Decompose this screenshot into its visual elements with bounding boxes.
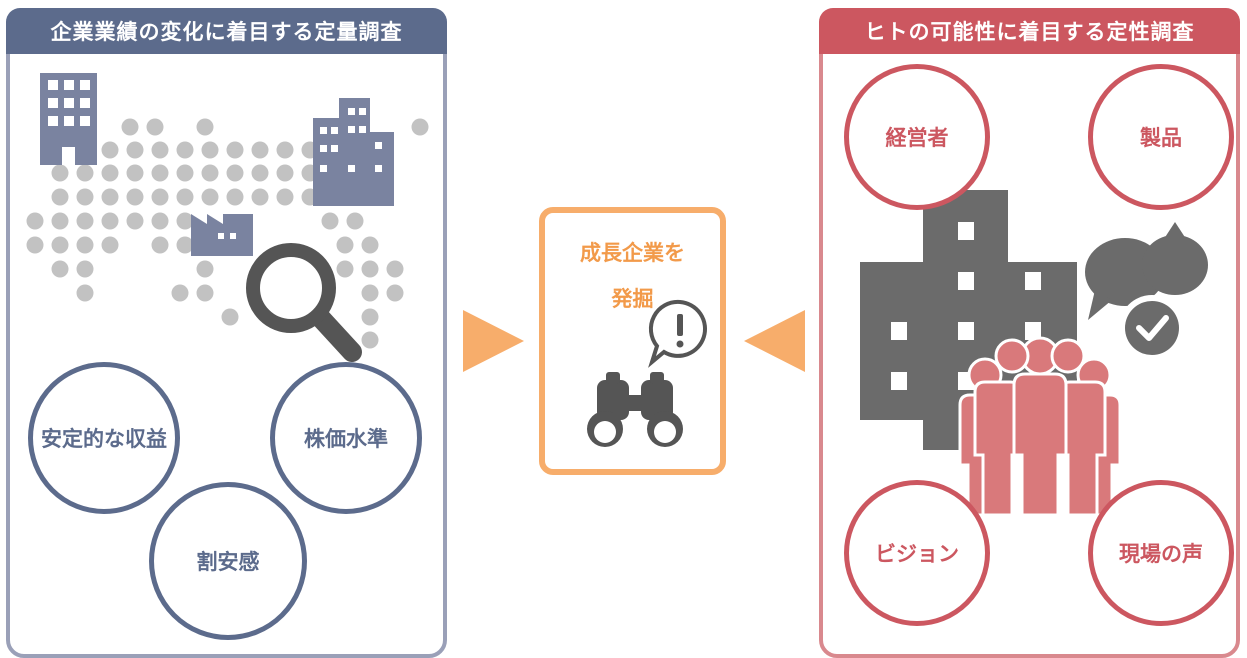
qualitative-title: ヒトの可能性に着目する定性調査 — [819, 8, 1240, 54]
map-dot — [176, 141, 194, 159]
map-dot — [101, 212, 119, 230]
map-dot — [176, 188, 194, 206]
chat-bubbles-icon — [1085, 222, 1208, 320]
map-dot — [51, 260, 69, 278]
map-dot — [126, 188, 144, 206]
map-dot — [51, 164, 69, 182]
center-line-2: 発掘 — [611, 287, 654, 311]
map-dot — [101, 188, 119, 206]
city-building-icon — [313, 98, 394, 206]
people-icon — [958, 336, 1122, 517]
map-dot — [101, 164, 119, 182]
office-building-icon — [40, 73, 97, 165]
magnifier-icon — [246, 243, 362, 362]
circle-management: 経営者 — [844, 64, 990, 210]
circle-product: 製品 — [1088, 64, 1234, 210]
circle-vision: ビジョン — [844, 480, 990, 626]
map-dot — [126, 141, 144, 159]
map-dot — [151, 212, 169, 230]
map-dot — [126, 164, 144, 182]
map-dot — [146, 118, 164, 136]
map-dot — [361, 260, 379, 278]
map-dot — [196, 260, 214, 278]
map-dot — [276, 188, 294, 206]
map-dot — [76, 260, 94, 278]
factory-icon — [191, 214, 253, 256]
map-dot — [336, 236, 354, 254]
map-dot — [226, 141, 244, 159]
circle-voice-of-frontline: 現場の声 — [1088, 480, 1234, 626]
left-arrow-icon — [744, 310, 805, 372]
map-dot — [171, 284, 189, 302]
map-dot — [101, 236, 119, 254]
map-dot — [276, 164, 294, 182]
map-dot — [101, 141, 119, 159]
map-dot — [176, 236, 194, 254]
quantitative-title: 企業業績の変化に着目する定量調査 — [6, 8, 447, 54]
map-dot — [126, 212, 144, 230]
map-dot — [251, 141, 269, 159]
map-dot — [201, 141, 219, 159]
map-dot — [361, 236, 379, 254]
map-dot — [321, 212, 339, 230]
map-dot — [386, 284, 404, 302]
map-dot — [76, 284, 94, 302]
map-dot — [176, 212, 194, 230]
map-dot — [151, 188, 169, 206]
map-dot — [346, 212, 364, 230]
map-dot — [51, 188, 69, 206]
circle-undervaluation: 割安感 — [149, 482, 307, 640]
circle-stable-earnings: 安定的な収益 — [28, 362, 180, 514]
map-dot — [336, 260, 354, 278]
map-dot — [76, 212, 94, 230]
exclamation-bubble-icon — [648, 299, 707, 368]
right-arrow-icon — [463, 310, 524, 372]
map-dot — [201, 164, 219, 182]
map-dot — [361, 331, 379, 349]
map-dot — [121, 118, 139, 136]
map-dot — [361, 308, 379, 326]
map-dot — [251, 164, 269, 182]
map-dot — [76, 164, 94, 182]
growth-company-discovery-box: 成長企業を 発掘 — [539, 207, 726, 475]
map-dot — [76, 188, 94, 206]
map-dot — [221, 308, 239, 326]
map-dot — [196, 118, 214, 136]
map-dot — [411, 118, 429, 136]
check-icon — [1119, 295, 1185, 361]
map-dot — [251, 188, 269, 206]
map-dot — [26, 236, 44, 254]
center-line-1: 成長企業を — [580, 241, 685, 265]
map-dot — [151, 164, 169, 182]
map-dot — [386, 260, 404, 278]
map-dot — [151, 141, 169, 159]
dot-map — [26, 118, 429, 349]
map-dot — [51, 236, 69, 254]
map-dot — [176, 164, 194, 182]
binoculars-icon — [587, 372, 683, 447]
map-dot — [196, 284, 214, 302]
map-dot — [226, 188, 244, 206]
map-dot — [276, 141, 294, 159]
map-dot — [76, 236, 94, 254]
circle-stock-price-level: 株価水準 — [270, 362, 422, 514]
map-dot — [201, 188, 219, 206]
map-dot — [226, 164, 244, 182]
map-dot — [151, 236, 169, 254]
map-dot — [361, 284, 379, 302]
map-dot — [51, 212, 69, 230]
map-dot — [26, 212, 44, 230]
